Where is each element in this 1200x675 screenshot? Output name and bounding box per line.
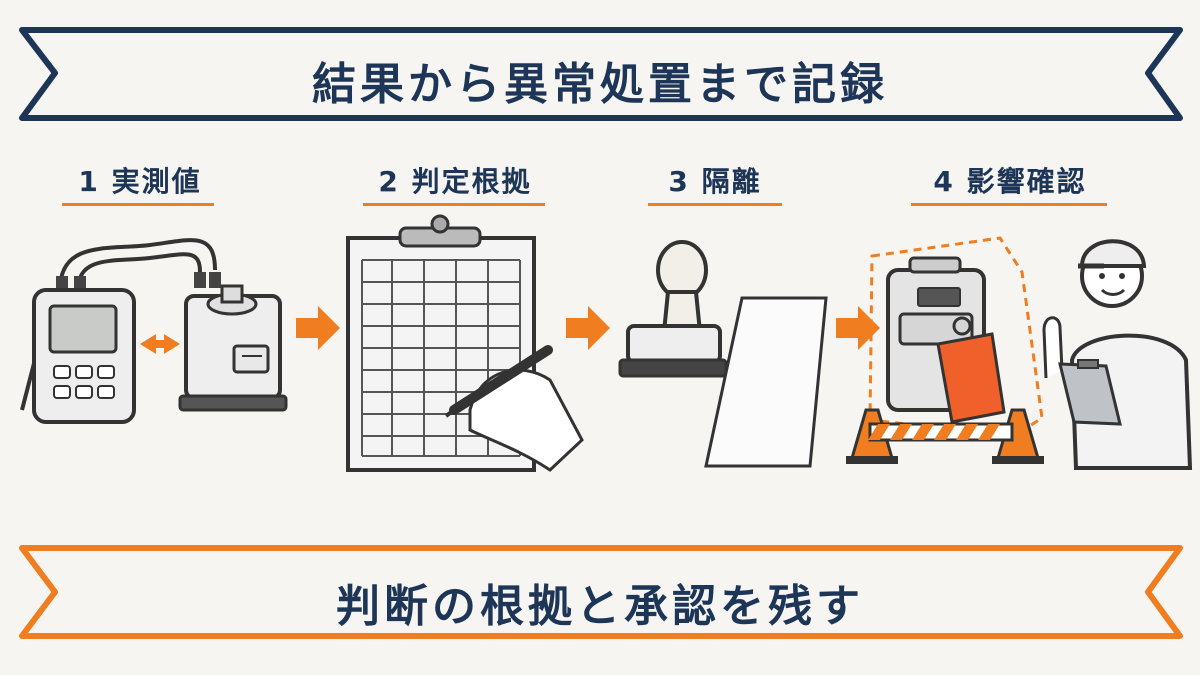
flow-arrow-1 — [296, 306, 340, 350]
flow-arrow-2 — [566, 306, 610, 350]
flow-arrow-3 — [836, 306, 880, 350]
step-3-number: 3 — [668, 165, 690, 198]
footer-banner-ribbon — [19, 545, 1183, 639]
footer-banner: 判断の根拠と承認を残す — [0, 540, 1200, 650]
step-4-number: 4 — [933, 165, 955, 198]
measuring-meter-icon — [20, 238, 221, 424]
instrument-device-icon — [178, 284, 288, 412]
step-3-text: 隔離 — [701, 165, 762, 198]
title-banner: 結果から異常処置まで記録 — [0, 18, 1200, 128]
step-1-number: 1 — [78, 165, 100, 198]
step-4-label: 4 影響確認 — [905, 160, 1115, 200]
double-arrow-icon — [140, 334, 180, 354]
stamp-icon — [618, 240, 728, 378]
barrier-icon — [846, 408, 1044, 464]
paper-sheet-icon — [704, 296, 828, 468]
step-1-underline — [62, 203, 214, 206]
step-3-label: 3 隔離 — [640, 160, 790, 200]
page-title: 結果から異常処置まで記録 — [312, 59, 888, 110]
step-3-underline — [648, 203, 782, 206]
step-4-text: 影響確認 — [966, 165, 1087, 198]
tagged-equipment-icon — [886, 256, 1006, 424]
step-2-label: 2 判定根拠 — [355, 160, 555, 200]
step-2-text: 判定根拠 — [411, 165, 532, 198]
process-illustrations — [20, 214, 1193, 472]
pen-hand-icon — [444, 345, 584, 472]
step-1-label: 1 実測値 — [60, 160, 220, 200]
step-4-underline — [911, 203, 1107, 206]
step-1-text: 実測値 — [111, 165, 202, 198]
step-2-underline — [363, 203, 545, 206]
step-2-number: 2 — [378, 165, 400, 198]
title-banner-ribbon — [19, 27, 1183, 121]
inspector-worker-icon — [1042, 239, 1193, 470]
footer-message: 判断の根拠と承認を残す — [336, 581, 864, 632]
